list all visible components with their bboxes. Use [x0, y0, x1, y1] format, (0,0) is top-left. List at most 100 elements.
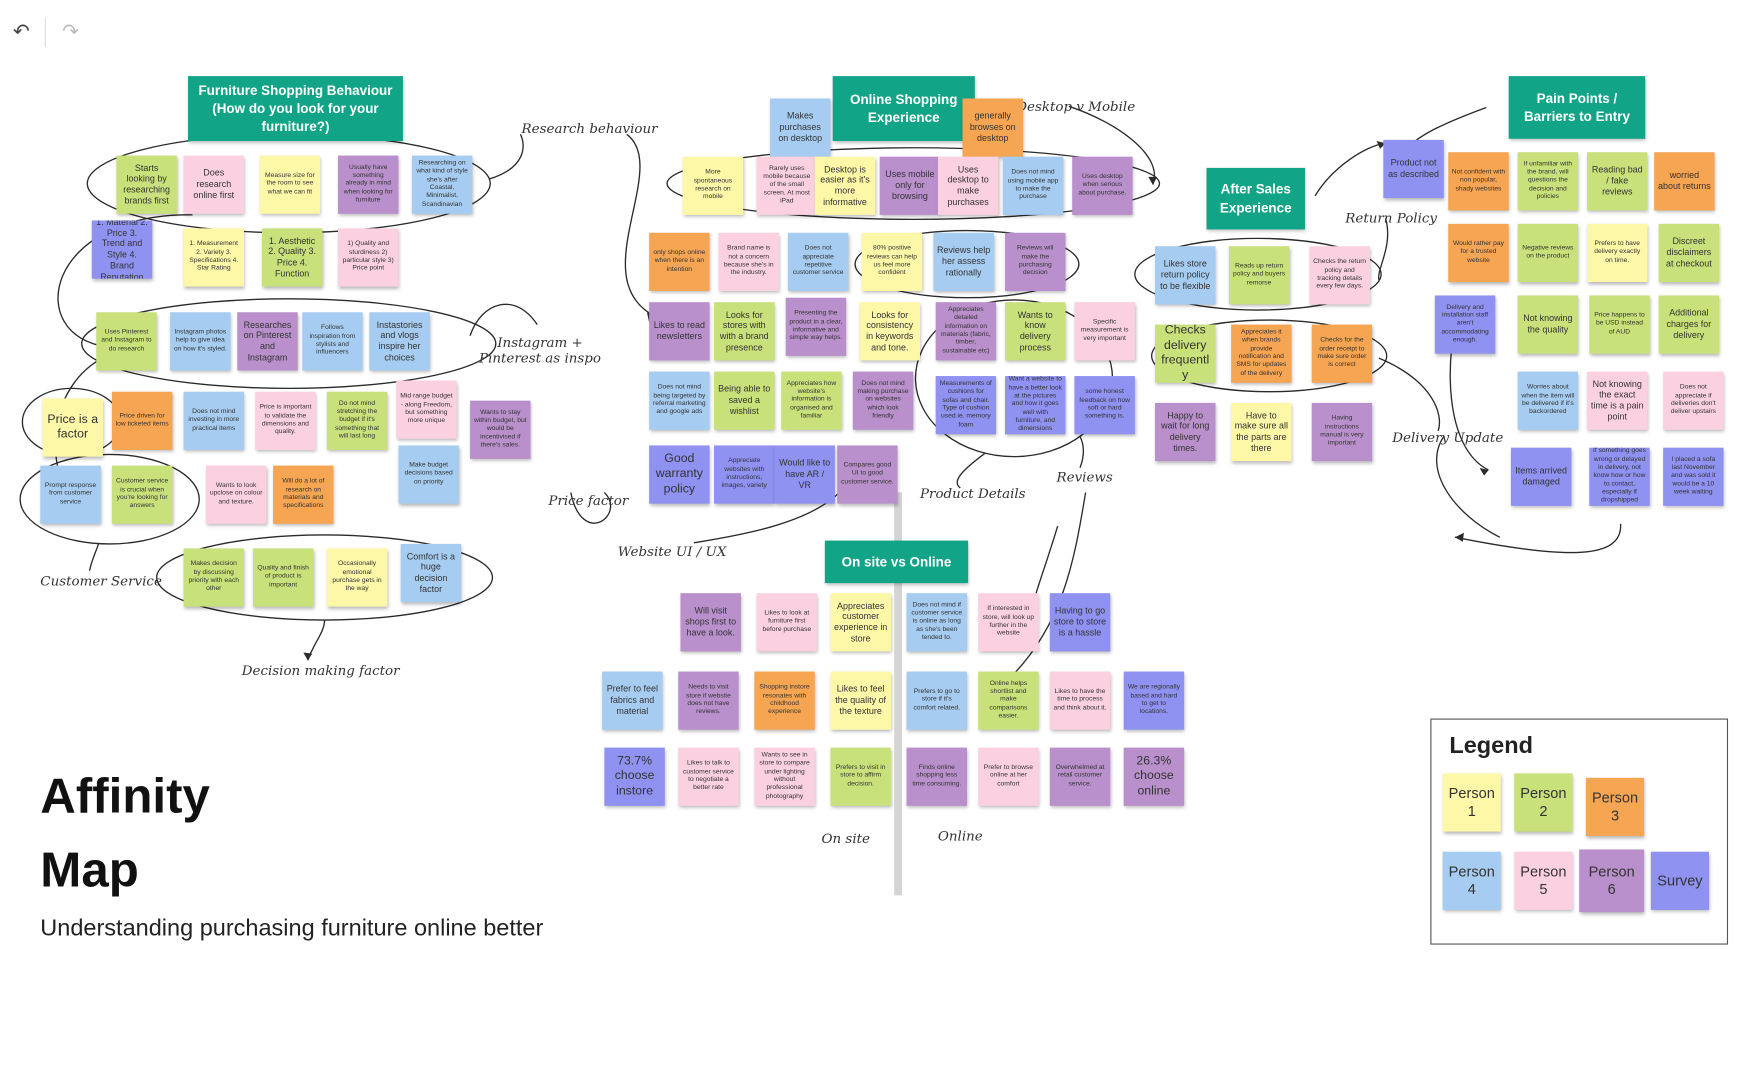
sticky-note[interactable]: Customer service is crucial when you're …	[111, 465, 173, 524]
sticky-note[interactable]: Overwhelmed at retail customer service.	[1049, 747, 1111, 806]
sticky-note[interactable]: Have to make sure all the parts are ther…	[1231, 402, 1292, 462]
sticky-note[interactable]: Brand name is not a concern because she'…	[718, 232, 779, 291]
sticky-note[interactable]: Good warranty policy	[649, 445, 710, 504]
sticky-note[interactable]: Checks the return policy and tracking de…	[1309, 246, 1370, 305]
sticky-note[interactable]: I placed a sofa last November and was so…	[1663, 447, 1724, 506]
sticky-note[interactable]: 1. Aesthetic 2. Quality 3. Price 4. Func…	[261, 228, 323, 287]
sticky-note[interactable]: Presenting the product in a clear, infor…	[785, 297, 847, 356]
sticky-note[interactable]: Prefers to visit in store to affirm deci…	[830, 747, 891, 806]
sticky-note[interactable]: Would like to have AR / VR	[774, 445, 835, 504]
sticky-note[interactable]: Does not appreciate if deliveries don't …	[1663, 371, 1724, 430]
sticky-note[interactable]: Likes to look at furniture first before …	[756, 593, 818, 652]
sticky-note[interactable]: Instastories and vlogs inspire her choic…	[369, 312, 430, 371]
sticky-note[interactable]: Uses desktop to make purchases	[937, 156, 999, 215]
sticky-note[interactable]: Prefer to browse online at her comfort	[978, 747, 1039, 806]
sticky-note[interactable]: Additional charges for delivery	[1658, 295, 1720, 354]
sticky-note[interactable]: 80% positive reviews can help us feel mo…	[861, 232, 923, 291]
sticky-note[interactable]: Does research online first	[183, 155, 244, 214]
sticky-note[interactable]: Rarely uses mobile because of the small …	[756, 156, 818, 215]
sticky-note[interactable]: Having instructions manual is very impor…	[1311, 402, 1373, 462]
sticky-note[interactable]: Likes store return policy to be flexible	[1155, 246, 1216, 305]
sticky-note[interactable]: Reviews will make the purchasing decisio…	[1005, 232, 1066, 291]
sticky-note[interactable]: Price happens to be USD instead of AUD	[1589, 295, 1650, 354]
sticky-note[interactable]: Do not mind stretching the budget if it'…	[326, 391, 388, 450]
sticky-note[interactable]: Not confident with non popular, shady we…	[1448, 152, 1509, 211]
sticky-note[interactable]: Makes decision by discussing priority wi…	[183, 548, 244, 607]
sticky-note[interactable]: More spontaneous research on mobile	[682, 156, 744, 215]
sticky-note[interactable]: Desktop is easier as it's more informati…	[814, 156, 876, 215]
sticky-note[interactable]: Want a website to have a better look at …	[1005, 376, 1066, 435]
sticky-note[interactable]: Makes purchases on desktop	[770, 98, 831, 157]
sticky-note[interactable]: Being able to saved a wishlist	[714, 371, 775, 430]
sticky-note[interactable]: Reviews help her assess rationally	[933, 232, 994, 291]
sticky-note[interactable]: Prompt response from customer service	[40, 465, 101, 524]
sticky-note[interactable]: Specific measurement is very important	[1074, 302, 1135, 361]
sticky-note[interactable]: Mid range budget - along Freedom, but so…	[396, 380, 457, 439]
sticky-note[interactable]: If interested in store, will look up fur…	[978, 593, 1039, 652]
sticky-note[interactable]: Measure size for the room to see what we…	[259, 155, 321, 214]
sticky-note[interactable]: Appreciates customer experience in store	[830, 593, 891, 652]
sticky-note[interactable]: Does not mind being targeted by referral…	[649, 371, 710, 430]
sticky-note[interactable]: worried about returns	[1654, 152, 1715, 211]
sticky-note[interactable]: Checks delivery frequently	[1155, 324, 1216, 383]
sticky-note[interactable]: Appreciates how website's information is…	[781, 371, 842, 430]
sticky-note[interactable]: 1. Material 2. Price 3. Trend and Style …	[91, 220, 153, 279]
sticky-note[interactable]: Prefer to feel fabrics and material	[602, 671, 663, 730]
sticky-note[interactable]: Does not mind using mobile app to make t…	[1002, 156, 1064, 215]
sticky-note[interactable]: Comfort is a huge decision factor	[400, 543, 462, 603]
sticky-note[interactable]: Researching on what kind of style she's …	[411, 155, 473, 214]
sticky-note[interactable]: Wants to know delivery process	[1005, 302, 1066, 361]
sticky-note[interactable]: Likes to read newsletters	[649, 302, 710, 361]
sticky-note[interactable]: Quality and finish of product is importa…	[252, 548, 314, 607]
sticky-note[interactable]: Does not mind making purchase on website…	[852, 371, 914, 430]
sticky-note[interactable]: 73.7% choose instore	[604, 747, 665, 806]
sticky-note[interactable]: Negative reviews on the product	[1517, 223, 1579, 283]
sticky-note[interactable]: Having to go store to store is a hassle	[1049, 593, 1111, 652]
sticky-note[interactable]: only shops online when there is an inten…	[649, 232, 710, 291]
sticky-note[interactable]: Uses mobile only for browsing	[879, 156, 941, 215]
sticky-note[interactable]: Appreciates it when brands provide notif…	[1231, 324, 1292, 383]
sticky-note[interactable]: Uses desktop when serious about purchase…	[1072, 156, 1133, 215]
sticky-note[interactable]: 1. Measurement 2. Variety 3. Specificati…	[183, 228, 244, 287]
sticky-note[interactable]: If unfamiliar with the brand, will quest…	[1517, 152, 1579, 211]
sticky-note[interactable]: Looks for consistency in keywords and to…	[859, 302, 920, 361]
sticky-note[interactable]: Worries about when the item will be deli…	[1517, 371, 1579, 430]
redo-button[interactable]: ↷	[58, 20, 83, 45]
sticky-note[interactable]: Wants to look upclose on colour and text…	[205, 465, 267, 524]
sticky-note[interactable]: Follows inspiration from stylists and in…	[302, 312, 363, 371]
sticky-note[interactable]: Price driven for low ticketed items	[111, 391, 173, 450]
sticky-note[interactable]: Will visit shops first to have a look.	[680, 593, 741, 652]
sticky-note[interactable]: Usually have something already in mind w…	[337, 155, 399, 214]
sticky-note[interactable]: 26.3% choose online	[1123, 747, 1185, 806]
sticky-note[interactable]: Wants to see in store to compare under l…	[754, 747, 815, 806]
sticky-note[interactable]: Would rather pay for a trusted website	[1448, 223, 1509, 283]
sticky-note[interactable]: Prefers to go to store if it's comfort r…	[906, 671, 967, 730]
sticky-note[interactable]: Likes to have the time to process and th…	[1049, 671, 1111, 730]
sticky-note[interactable]: Discreet disclaimers at checkout	[1658, 223, 1720, 283]
sticky-note[interactable]: Starts looking by researching brands fir…	[116, 155, 177, 214]
sticky-note[interactable]: Uses Pinterest and Instagram to do resea…	[96, 312, 157, 371]
sticky-note[interactable]: Make budget decisions based on priority	[398, 445, 459, 504]
sticky-note[interactable]: Items arrived damaged	[1510, 447, 1572, 506]
sticky-note[interactable]: Needs to visit store if website does not…	[678, 671, 739, 730]
sticky-note[interactable]: Finds online shopping less time consumin…	[906, 747, 967, 806]
sticky-note[interactable]: Checks for the order receipt to make sur…	[1311, 324, 1373, 383]
undo-button[interactable]: ↶	[9, 20, 34, 45]
sticky-note[interactable]: Reads up return policy and buyers remors…	[1228, 246, 1290, 305]
sticky-note[interactable]: Online helps shortlist and make comparis…	[978, 671, 1039, 730]
sticky-note[interactable]: Reading bad / fake reviews	[1587, 152, 1648, 211]
sticky-note[interactable]: generally browses on desktop	[962, 98, 1023, 157]
sticky-note[interactable]: Does not mind investing in more practica…	[183, 391, 244, 450]
sticky-note[interactable]: Researches on Pinterest and Instagram	[237, 312, 298, 371]
sticky-note[interactable]: Price is a factor	[42, 398, 103, 457]
sticky-note[interactable]: Does not appreciate repetitive customer …	[787, 232, 849, 291]
sticky-note[interactable]: Delivery and installation staff aren't a…	[1434, 295, 1496, 354]
sticky-note[interactable]: Looks for stores with with a brand prese…	[714, 302, 775, 361]
sticky-note[interactable]: Likes to talk to customer service to neg…	[678, 747, 739, 806]
sticky-note[interactable]: Product not as described	[1383, 139, 1444, 199]
sticky-note[interactable]: Occasionally emotional purchase gets in …	[326, 548, 388, 607]
sticky-note[interactable]: Appreciate websites with instructions, i…	[714, 445, 775, 504]
sticky-note[interactable]: Not knowing the exact time is a pain poi…	[1587, 371, 1648, 430]
sticky-note[interactable]: Does not mind if customer service is onl…	[906, 593, 967, 652]
sticky-note[interactable]: Prefers to have delivery exactly on time…	[1587, 223, 1648, 283]
